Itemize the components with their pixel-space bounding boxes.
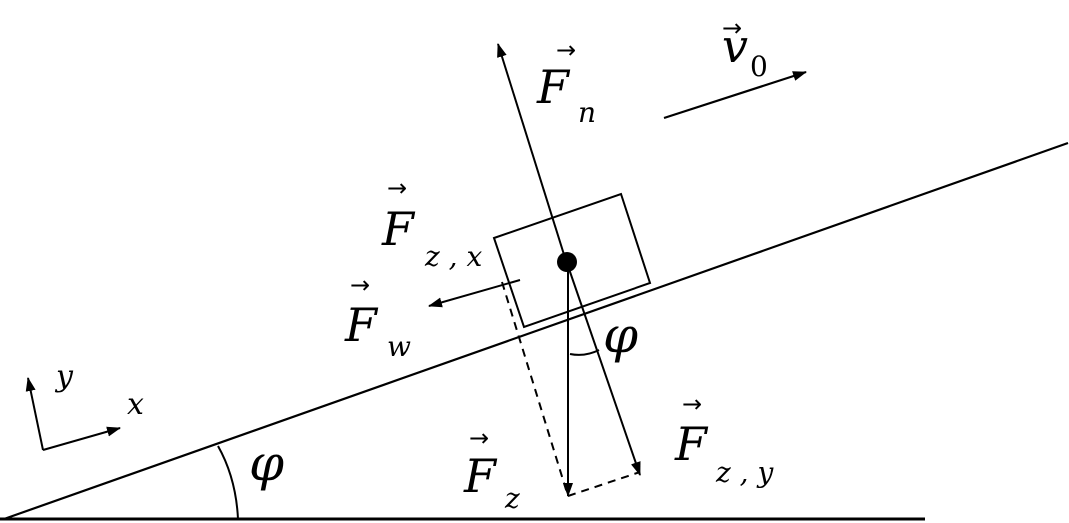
base-angle-arc (217, 445, 239, 520)
label-axis-y: y (54, 359, 74, 394)
normal-force-subscript: n (578, 96, 596, 129)
svg-text:→: → (682, 390, 702, 418)
dashed-perpendicular-component (567, 471, 641, 497)
gravity-perpendicular-symbol: F (674, 417, 709, 471)
gravity-perpendicular-subscript: z , y (715, 456, 774, 489)
incline-line (3, 141, 1069, 521)
gravity-subscript: z (504, 482, 520, 515)
label-angle-at-block: φ (603, 306, 638, 364)
block-angle-arc (569, 349, 600, 356)
friction-subscript: w (387, 330, 411, 363)
svg-text:→: → (556, 36, 576, 64)
velocity-arrow (663, 70, 807, 120)
axis-y-arrow (25, 377, 44, 451)
normal-force-symbol: F (536, 60, 571, 114)
svg-text:→: → (387, 174, 407, 202)
friction-arrow (428, 279, 521, 308)
label-gravity-parallel: → F z , x (381, 174, 482, 273)
gravity-parallel-subscript: z , x (424, 240, 482, 273)
label-velocity: → v 0 (722, 14, 768, 83)
normal-force-arrow (497, 43, 567, 262)
label-angle-at-base: φ (249, 434, 284, 492)
block (492, 192, 652, 329)
svg-text:→: → (469, 424, 489, 452)
velocity-symbol: v (722, 19, 748, 73)
gravity-parallel-symbol: F (381, 202, 416, 256)
dashed-parallel-component (501, 281, 569, 497)
label-gravity-perpendicular: → F z , y (674, 390, 774, 489)
gravity-perpendicular-arrow (567, 265, 641, 476)
label-friction: → F w (344, 271, 411, 363)
svg-text:→: → (350, 271, 370, 299)
axis-x-arrow (42, 426, 121, 451)
velocity-subscript: 0 (750, 50, 768, 83)
label-normal-force: → F n (536, 36, 596, 129)
svg-text:→: → (722, 14, 742, 42)
label-gravity: → F z (463, 424, 520, 515)
friction-symbol: F (344, 298, 379, 352)
gravity-symbol: F (463, 449, 498, 503)
center-of-mass-dot (557, 252, 577, 272)
label-axis-x: x (127, 387, 144, 422)
